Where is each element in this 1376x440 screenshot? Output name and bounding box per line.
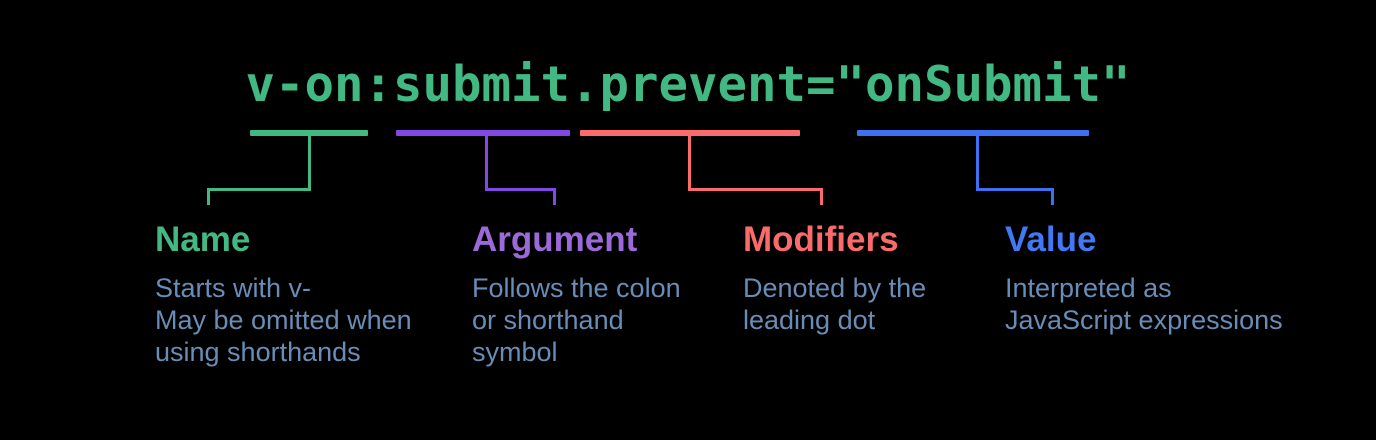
name-connector-vertical xyxy=(308,136,311,191)
value-underline xyxy=(857,130,1089,136)
name-label: Name xyxy=(155,220,251,259)
modifiers-underline xyxy=(580,130,800,136)
value-description: Interpreted as JavaScript expressions xyxy=(1005,273,1283,335)
modifiers-label: Modifiers xyxy=(743,220,899,259)
argument-connector-stub xyxy=(553,188,556,205)
directive-code-text: v-on:submit.prevent="onSubmit" xyxy=(245,56,1131,113)
modifiers-connector-vertical xyxy=(688,136,691,191)
argument-label: Argument xyxy=(472,220,638,259)
argument-connector-vertical xyxy=(485,136,488,191)
value-connector-vertical xyxy=(976,136,979,191)
value-label: Value xyxy=(1005,220,1097,259)
argument-underline xyxy=(396,130,570,136)
name-underline xyxy=(250,130,368,136)
value-connector-stub xyxy=(1051,188,1054,205)
value-connector-horizontal xyxy=(976,188,1054,191)
argument-connector-horizontal xyxy=(485,188,556,191)
modifiers-description: Denoted by the leading dot xyxy=(743,273,927,335)
modifiers-connector-horizontal xyxy=(688,188,823,191)
name-description: Starts with v- May be omitted when using… xyxy=(155,273,412,367)
modifiers-connector-stub xyxy=(820,188,823,205)
argument-description: Follows the colon or shorthand symbol xyxy=(472,273,681,367)
name-connector-horizontal xyxy=(207,188,311,191)
name-connector-stub xyxy=(207,188,210,205)
